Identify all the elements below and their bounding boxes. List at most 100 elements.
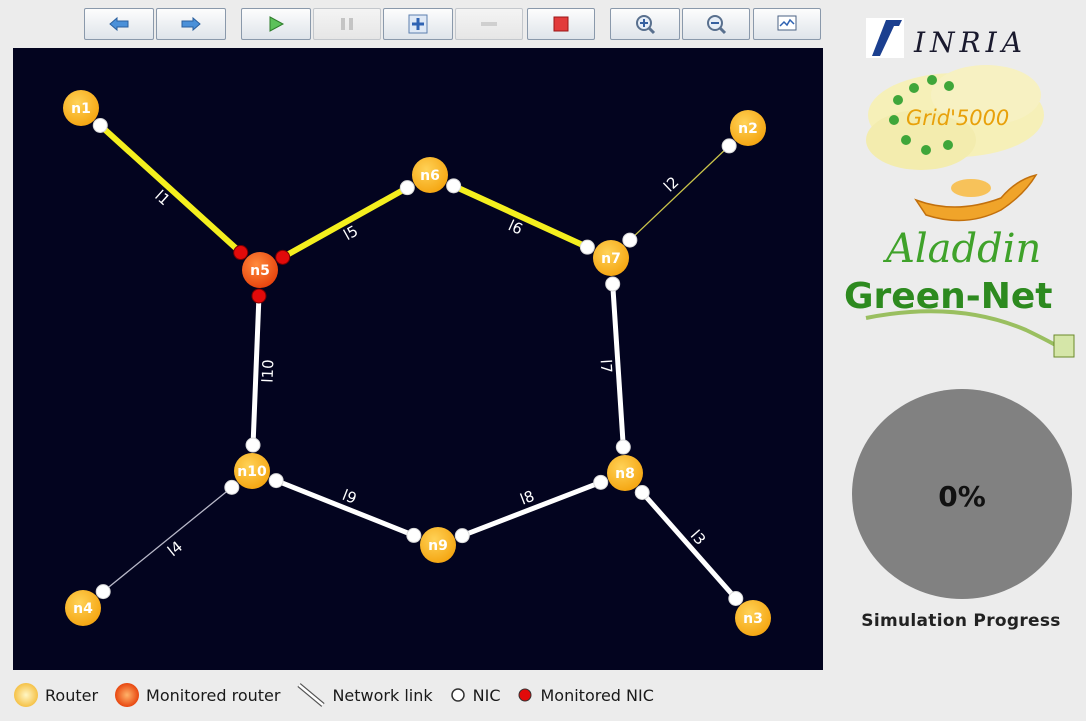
nic-icon bbox=[450, 688, 465, 702]
cable-icon bbox=[865, 309, 1066, 352]
nic[interactable] bbox=[721, 138, 737, 154]
aladdin-logo-text: Aladdin bbox=[882, 226, 1041, 272]
router-label: n5 bbox=[250, 263, 270, 279]
router-n4[interactable]: n4 bbox=[65, 590, 101, 626]
router-n1[interactable]: n1 bbox=[63, 90, 99, 126]
link-l8[interactable] bbox=[459, 479, 604, 539]
router-label: n9 bbox=[428, 538, 448, 554]
link-label: l9 bbox=[340, 486, 359, 508]
link-label: l4 bbox=[164, 538, 186, 561]
monitored-nic[interactable] bbox=[233, 245, 249, 261]
router-label: n6 bbox=[420, 168, 440, 184]
nic[interactable] bbox=[728, 591, 744, 607]
link-label: l2 bbox=[660, 173, 682, 196]
play-button[interactable] bbox=[241, 8, 311, 40]
link-l4[interactable] bbox=[102, 486, 233, 593]
legend-router-label: Router bbox=[45, 685, 99, 705]
grid5000-logo-text: Grid'5000 bbox=[906, 106, 1009, 130]
link-label: l10 bbox=[259, 359, 278, 383]
add-button[interactable] bbox=[383, 8, 453, 40]
nic[interactable] bbox=[634, 484, 650, 500]
link-label: l8 bbox=[518, 487, 537, 509]
nic[interactable] bbox=[245, 437, 261, 453]
link-l2[interactable] bbox=[629, 145, 730, 241]
router-n9[interactable]: n9 bbox=[420, 527, 456, 563]
router-label: n7 bbox=[601, 251, 621, 267]
router-n3[interactable]: n3 bbox=[735, 600, 771, 636]
router-label: n10 bbox=[237, 464, 267, 480]
router-icon bbox=[14, 683, 38, 707]
router-label: n1 bbox=[71, 101, 91, 117]
inria-logo-text: INRIA bbox=[913, 26, 1027, 59]
monitor-button[interactable] bbox=[753, 8, 821, 40]
router-n10[interactable]: n10 bbox=[234, 453, 270, 489]
legend-monitored-nic-label: Monitored NIC bbox=[540, 685, 654, 705]
legend-monitored-router: Monitored router bbox=[114, 682, 280, 708]
link-l1[interactable] bbox=[97, 122, 244, 256]
link-label: l7 bbox=[597, 359, 616, 374]
stop-icon bbox=[553, 16, 569, 32]
router-n8[interactable]: n8 bbox=[607, 455, 643, 491]
logos-panel: INRIA Grid'5000 Aladdin Green-Net bbox=[844, 18, 1075, 358]
forward-button[interactable] bbox=[156, 8, 226, 40]
progress-disc bbox=[852, 389, 1072, 599]
pause-button[interactable] bbox=[313, 8, 381, 40]
monitored-nic[interactable] bbox=[275, 249, 291, 265]
zoom-in-button[interactable] bbox=[610, 8, 680, 40]
router-label: n3 bbox=[743, 611, 763, 627]
link-l6[interactable] bbox=[450, 182, 591, 251]
nic[interactable] bbox=[615, 439, 631, 455]
monitor-icon bbox=[777, 15, 797, 31]
zoom-in-icon bbox=[636, 15, 656, 35]
monitored-nic-icon bbox=[518, 688, 532, 702]
link-l5[interactable] bbox=[279, 184, 411, 261]
nic[interactable] bbox=[579, 239, 595, 255]
nic[interactable] bbox=[593, 474, 609, 490]
nic[interactable] bbox=[446, 178, 462, 194]
link-l9[interactable] bbox=[273, 478, 417, 538]
network-link-icon bbox=[297, 683, 326, 707]
legend-network-link-label: Network link bbox=[332, 685, 433, 705]
progress-label: Simulation Progress bbox=[861, 611, 1061, 631]
zoom-out-button[interactable] bbox=[682, 8, 750, 40]
pause-icon bbox=[341, 18, 353, 30]
router-n2[interactable]: n2 bbox=[730, 110, 766, 146]
play-icon bbox=[269, 16, 285, 32]
remove-button[interactable] bbox=[455, 8, 523, 40]
nic[interactable] bbox=[622, 232, 638, 248]
router-label: n8 bbox=[615, 466, 635, 482]
legend-monitored-nic: Monitored NIC bbox=[516, 685, 654, 705]
router-n7[interactable]: n7 bbox=[593, 240, 629, 276]
link-l10[interactable] bbox=[250, 293, 262, 448]
plug-icon bbox=[1053, 334, 1075, 358]
minus-icon bbox=[481, 22, 497, 26]
arrow-left-icon bbox=[109, 16, 129, 32]
plus-icon bbox=[408, 14, 428, 34]
legend-network-link: Network link bbox=[296, 682, 433, 708]
inria-logo: INRIA bbox=[866, 18, 1027, 59]
nic[interactable] bbox=[605, 276, 621, 292]
nic[interactable] bbox=[399, 180, 415, 196]
nic[interactable] bbox=[268, 473, 284, 489]
nic[interactable] bbox=[92, 117, 108, 133]
nic[interactable] bbox=[454, 528, 470, 544]
monitored-nic[interactable] bbox=[251, 288, 267, 304]
nic[interactable] bbox=[95, 584, 111, 600]
legend-nic: NIC bbox=[449, 686, 500, 705]
arrow-right-icon bbox=[181, 16, 201, 32]
progress-value: 0% bbox=[938, 480, 986, 513]
router-n5[interactable]: n5 bbox=[242, 252, 278, 288]
back-button[interactable] bbox=[84, 8, 154, 40]
router-n6[interactable]: n6 bbox=[412, 157, 448, 193]
stop-button[interactable] bbox=[527, 8, 595, 40]
legend-router: Router bbox=[13, 682, 98, 708]
link-l3[interactable] bbox=[639, 489, 739, 602]
progress-pie: 0% bbox=[852, 389, 1072, 599]
nic[interactable] bbox=[224, 479, 240, 495]
link-l7[interactable] bbox=[610, 281, 626, 450]
legend: Router Monitored router Network link NIC… bbox=[13, 680, 670, 710]
router-label: n2 bbox=[738, 121, 758, 137]
nic[interactable] bbox=[406, 527, 422, 543]
